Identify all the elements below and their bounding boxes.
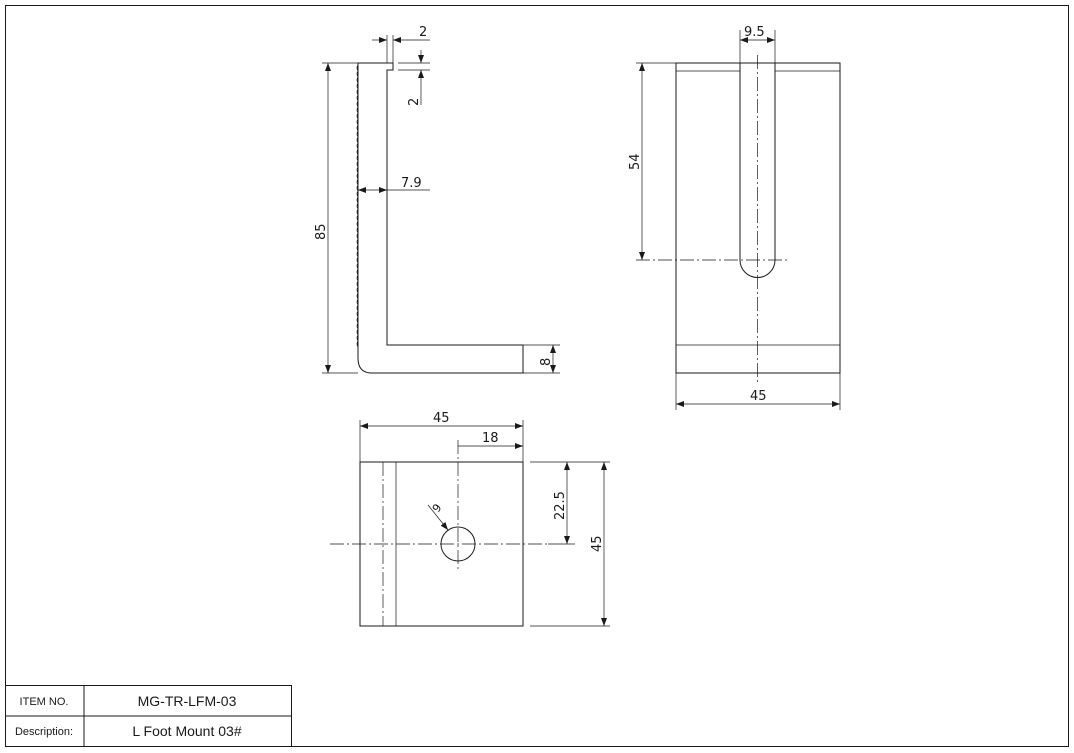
dim-top-thickness: 2 xyxy=(419,25,427,40)
dim-lip-height: 2 xyxy=(407,98,422,106)
front-view-outline xyxy=(675,62,841,374)
dim-slot-depth: 54 xyxy=(628,153,643,170)
title-block: ITEM NO. MG-TR-LFM-03 Description: L Foo… xyxy=(5,685,292,747)
dim-bottom-height: 45 xyxy=(590,535,605,552)
serrated-edge xyxy=(356,64,359,348)
dim-slot-width: 9.5 xyxy=(744,25,765,40)
dim-total-height: 85 xyxy=(314,223,329,240)
dim-hole-diameter: 9 xyxy=(430,502,445,515)
dim-bottom-width: 45 xyxy=(433,411,450,426)
dim-wall-thickness: 7.9 xyxy=(401,176,422,191)
bottom-view: 45 18 22.5 45 9 xyxy=(330,411,610,627)
description-label: Description: xyxy=(15,726,73,738)
item-no-label: ITEM NO. xyxy=(20,696,69,708)
side-view-profile xyxy=(357,62,524,374)
front-view: 9.5 54 45 xyxy=(628,25,841,410)
item-no-value: MG-TR-LFM-03 xyxy=(138,693,237,709)
dim-foot-thickness: 8 xyxy=(539,358,554,366)
sheet-border xyxy=(5,5,1069,747)
dim-hole-offset-x: 18 xyxy=(482,431,499,446)
dim-hole-offset-y: 22.5 xyxy=(553,491,568,520)
side-view: 2 2 7.9 85 8 xyxy=(314,25,560,374)
dim-front-width: 45 xyxy=(750,389,767,404)
description-value: L Foot Mount 03# xyxy=(132,723,241,739)
